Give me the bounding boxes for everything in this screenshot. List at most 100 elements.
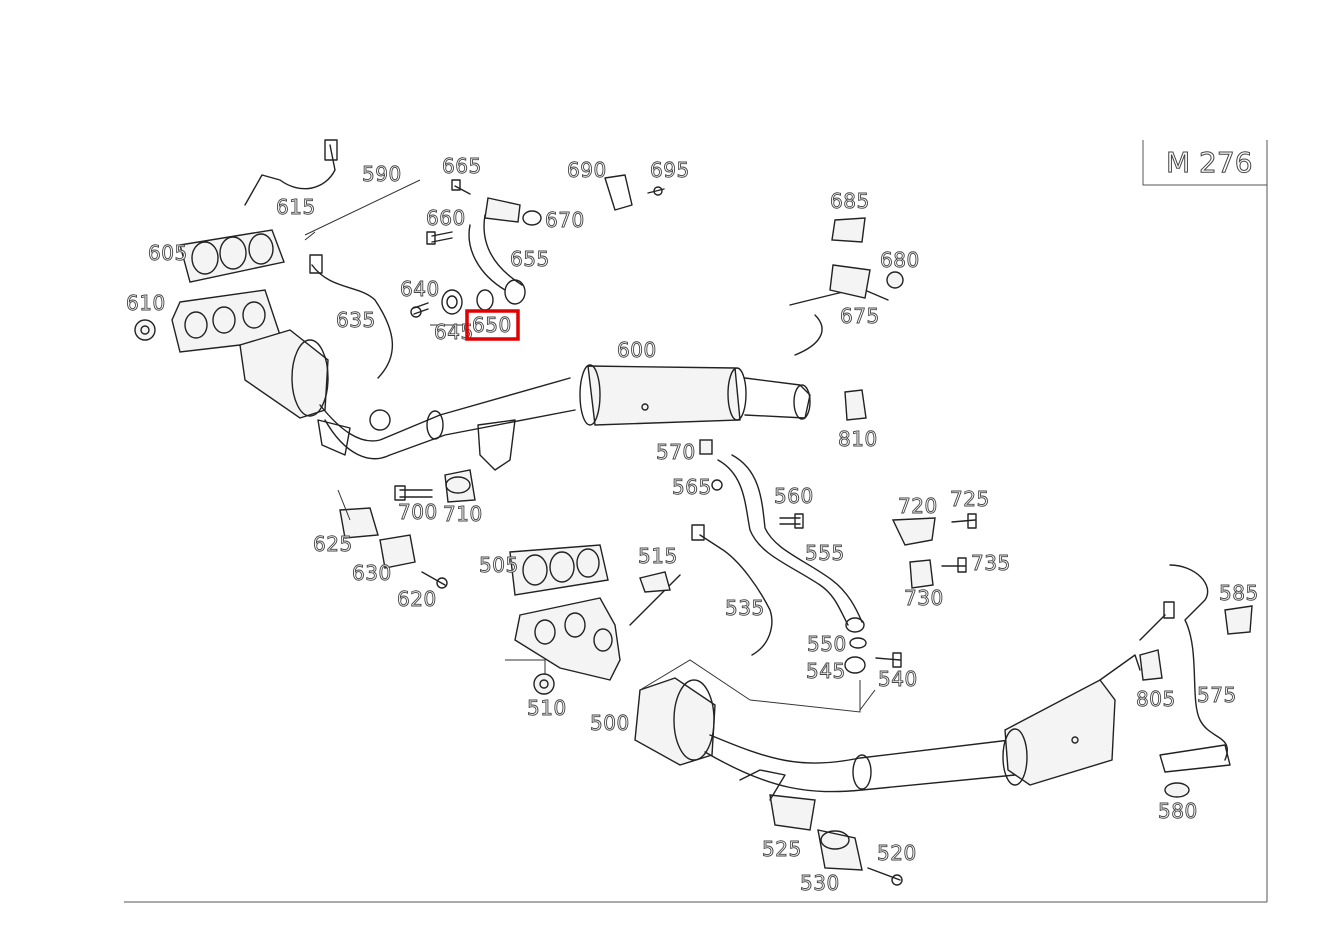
bracket-690[interactable] [604, 174, 633, 211]
label-585[interactable]: 585 [1219, 581, 1259, 606]
label-630[interactable]: 630 [352, 561, 392, 586]
label-620[interactable]: 620 [397, 587, 437, 612]
label-545[interactable]: 545 [806, 659, 846, 684]
center-muffler-600[interactable] [579, 364, 811, 426]
bolt-640[interactable] [410, 302, 429, 318]
bolt-540[interactable] [875, 652, 902, 668]
label-615[interactable]: 615 [276, 195, 316, 220]
bolt-620[interactable] [421, 571, 448, 589]
label-735[interactable]: 735 [971, 551, 1011, 576]
manifold-gasket-505[interactable] [509, 544, 609, 596]
egr-pipe-555[interactable] [717, 454, 865, 633]
label-625[interactable]: 625 [313, 532, 353, 557]
label-670[interactable]: 670 [545, 208, 585, 233]
model-code: M 276 [1166, 146, 1253, 179]
bracket-525[interactable] [739, 769, 816, 831]
label-525[interactable]: 525 [762, 837, 802, 862]
label-710[interactable]: 710 [443, 502, 483, 527]
egr-pipe-655[interactable] [468, 214, 526, 305]
drawing-frame [124, 140, 1268, 903]
connector-585[interactable] [1224, 605, 1253, 635]
gasket-550[interactable] [849, 637, 867, 649]
rubber-mount-630[interactable] [379, 534, 416, 569]
label-540[interactable]: 540 [878, 667, 918, 692]
sensor-570[interactable] [699, 439, 713, 455]
label-580[interactable]: 580 [1158, 799, 1198, 824]
clamp-810[interactable] [844, 389, 867, 421]
bolt-700[interactable] [394, 485, 433, 501]
label-590[interactable]: 590 [362, 162, 402, 187]
oxygen-sensor-635[interactable] [309, 254, 393, 379]
label-685[interactable]: 685 [830, 189, 870, 214]
flange-670[interactable] [522, 210, 542, 226]
label-500[interactable]: 500 [590, 711, 630, 736]
label-575[interactable]: 575 [1197, 683, 1237, 708]
front-pipe-lower [704, 734, 1016, 793]
clamp-645[interactable] [441, 289, 463, 315]
manifold-lower [514, 597, 621, 681]
label-555[interactable]: 555 [805, 541, 845, 566]
nut-610[interactable] [134, 319, 156, 341]
rubber-mount-530[interactable] [817, 829, 863, 871]
label-660[interactable]: 660 [426, 206, 466, 231]
oxygen-sensor-575[interactable] [1139, 564, 1228, 761]
oxygen-sensor-535[interactable] [691, 524, 773, 656]
bolt-725[interactable] [951, 513, 977, 529]
clamp-805[interactable] [1139, 649, 1163, 681]
label-560[interactable]: 560 [774, 484, 814, 509]
label-700[interactable]: 700 [398, 500, 438, 525]
label-725[interactable]: 725 [950, 487, 990, 512]
label-635[interactable]: 635 [336, 308, 376, 333]
bracket-720[interactable] [891, 517, 936, 546]
clamp-545[interactable] [844, 656, 866, 674]
label-515[interactable]: 515 [638, 544, 678, 569]
bolt-560[interactable] [779, 513, 804, 529]
connector-685[interactable] [831, 217, 866, 243]
label-565[interactable]: 565 [672, 475, 712, 500]
bolt-520[interactable] [867, 867, 903, 886]
label-680[interactable]: 680 [880, 248, 920, 273]
manifold-gasket-605[interactable] [179, 229, 285, 283]
catalytic-converter-500[interactable] [634, 677, 716, 766]
oxygen-sensor-515[interactable] [629, 571, 681, 626]
nut-510[interactable] [533, 673, 555, 695]
label-550[interactable]: 550 [807, 632, 847, 657]
label-655[interactable]: 655 [510, 247, 550, 272]
label-730[interactable]: 730 [904, 586, 944, 611]
label-535[interactable]: 535 [725, 596, 765, 621]
label-600[interactable]: 600 [617, 338, 657, 363]
bolt-665[interactable] [451, 179, 471, 195]
bolt-660[interactable] [426, 231, 453, 245]
label-665[interactable]: 665 [442, 154, 482, 179]
label-720[interactable]: 720 [898, 494, 938, 519]
label-505[interactable]: 505 [479, 553, 519, 578]
label-520[interactable]: 520 [877, 841, 917, 866]
label-805[interactable]: 805 [1136, 687, 1176, 712]
nut-565[interactable] [711, 479, 723, 491]
nut-680[interactable] [886, 271, 904, 289]
oxygen-sensor-675[interactable] [789, 264, 889, 356]
rubber-mount-710[interactable] [444, 469, 476, 503]
label-530[interactable]: 530 [800, 871, 840, 896]
oxygen-sensor-615[interactable] [244, 139, 338, 206]
label-570[interactable]: 570 [656, 440, 696, 465]
valve-730[interactable] [909, 559, 934, 589]
label-650[interactable]: 650 [472, 313, 512, 338]
holder-580[interactable] [1164, 782, 1190, 798]
gasket-650[interactable] [476, 289, 494, 311]
label-510[interactable]: 510 [527, 696, 567, 721]
pipe-bracket-upper [317, 419, 516, 471]
label-640[interactable]: 640 [400, 277, 440, 302]
label-695[interactable]: 695 [650, 158, 690, 183]
label-690[interactable]: 690 [567, 158, 607, 183]
rubber-mount-625[interactable] [339, 507, 379, 539]
label-810[interactable]: 810 [838, 427, 878, 452]
label-605[interactable]: 605 [148, 241, 188, 266]
bolt-695[interactable] [647, 186, 665, 196]
label-675[interactable]: 675 [840, 304, 880, 329]
label-610[interactable]: 610 [126, 291, 166, 316]
wire-590[interactable] [304, 179, 421, 241]
bolt-735[interactable] [941, 557, 967, 573]
